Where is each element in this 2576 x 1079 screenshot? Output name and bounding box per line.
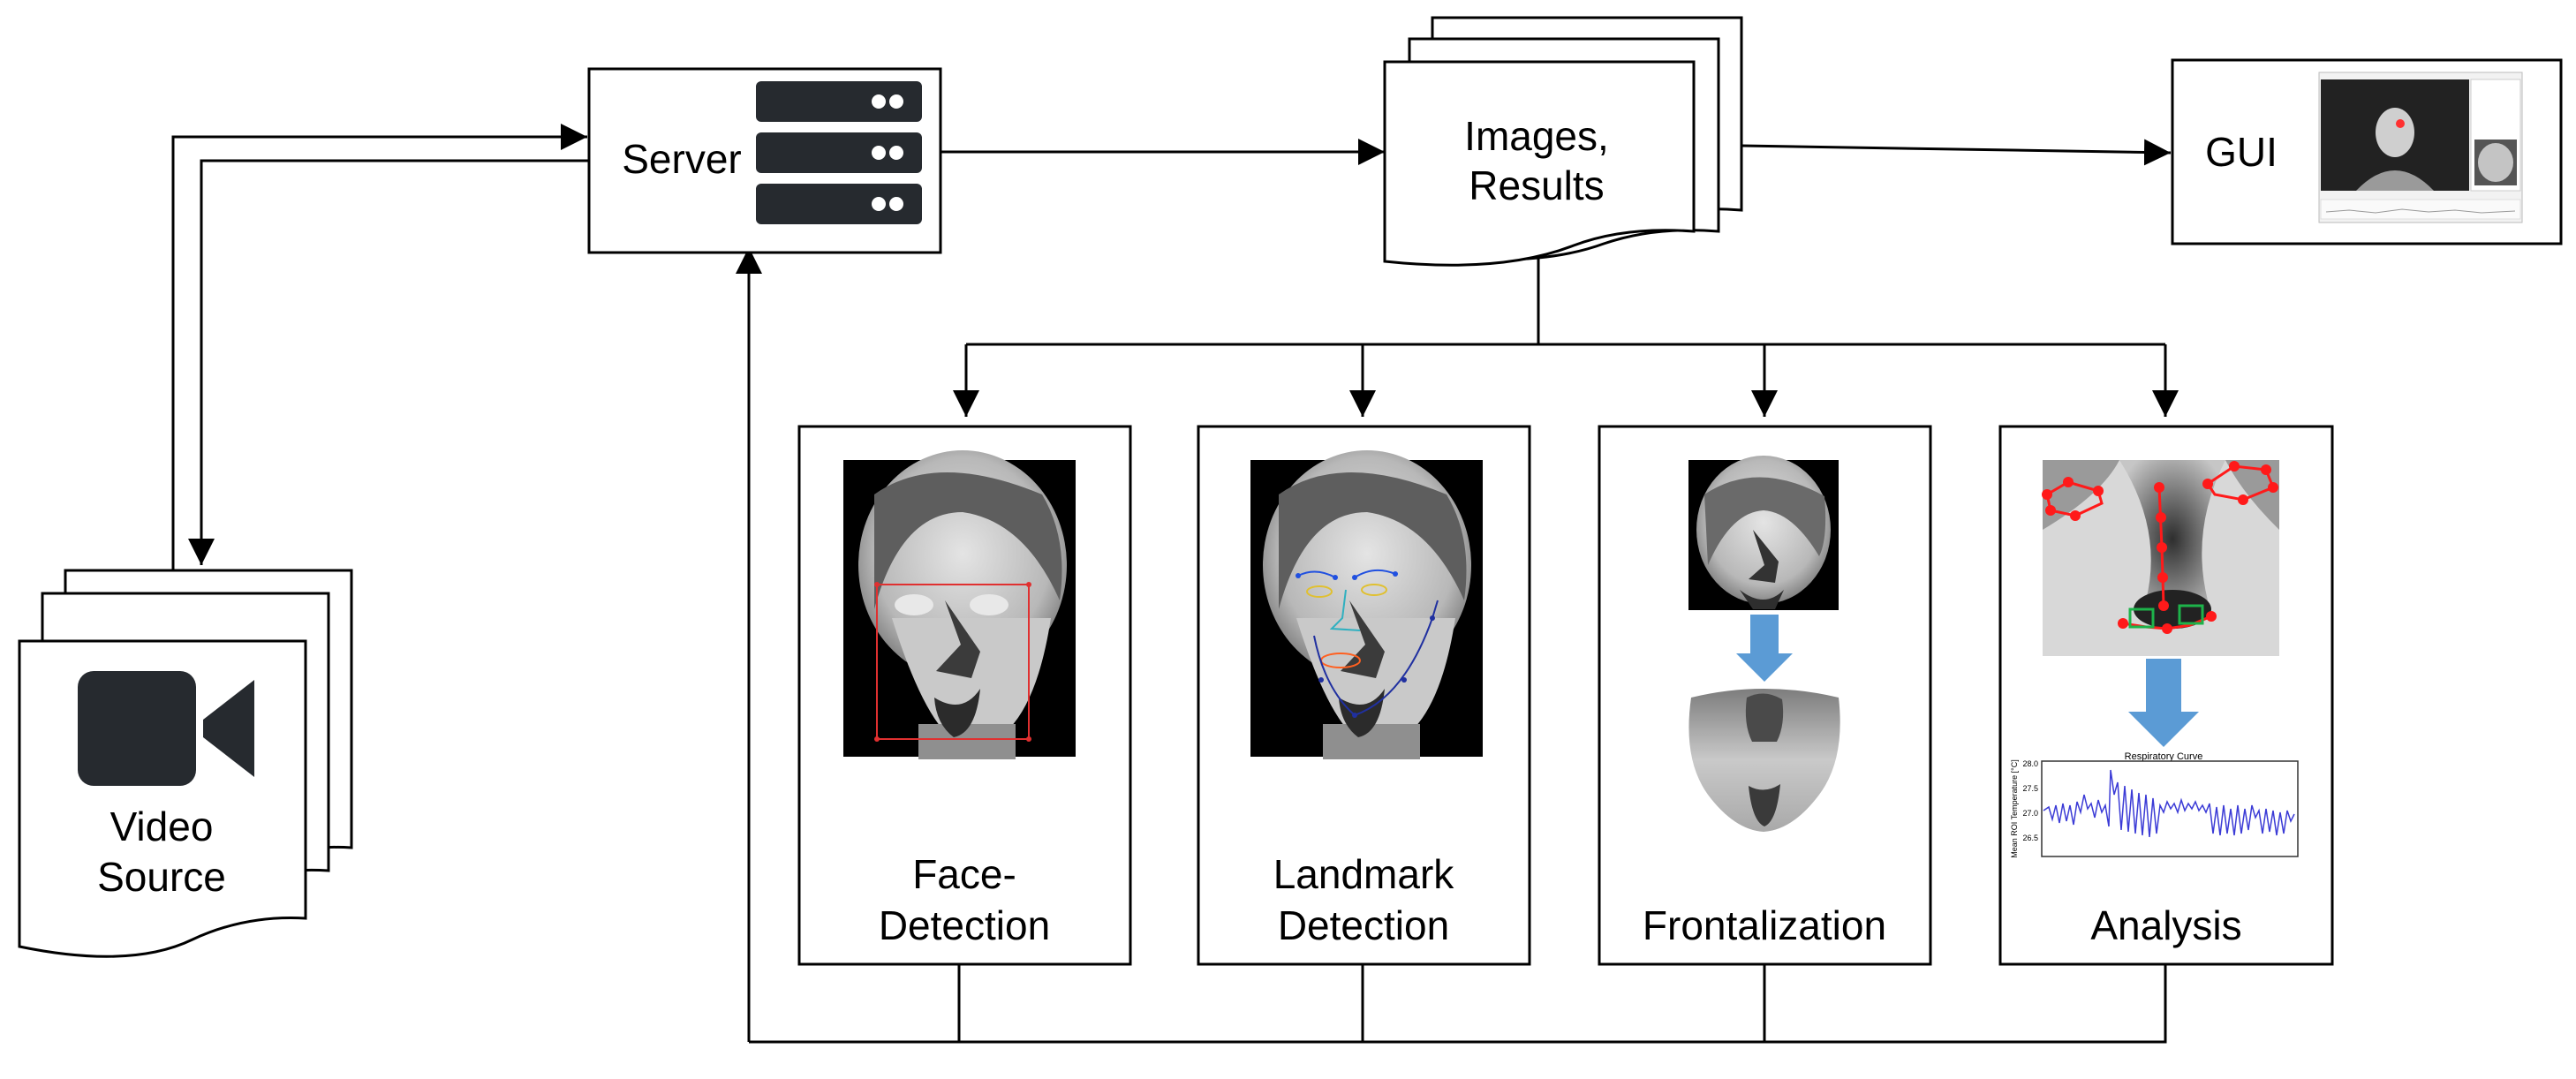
frontalization-label: Frontalization (1643, 902, 1886, 948)
facial-landmarks (1296, 569, 1439, 718)
respiratory-plot-ytick: 27.0 (2022, 809, 2038, 818)
images-results-node: Images, Results (1383, 16, 1743, 267)
gui-label: GUI (2205, 129, 2278, 175)
arrow-video-to-server (171, 124, 587, 574)
server-label: Server (622, 136, 741, 182)
respiratory-plot-ytick: 28.0 (2022, 759, 2038, 768)
arrow-down-icon (2128, 659, 2199, 747)
analysis-label: Analysis (2090, 902, 2241, 948)
video-source-label-line1: Video (110, 804, 214, 849)
frontalized-face-mask (1688, 689, 1840, 832)
respiratory-plot-ytick: 26.5 (2022, 834, 2038, 842)
images-results-label-line1: Images, (1464, 113, 1609, 159)
video-source-node: Video Source (18, 569, 353, 958)
face-detection-label-line2: Detection (879, 902, 1050, 948)
images-results-document (1383, 60, 1696, 267)
respiratory-curve-line (2043, 769, 2295, 838)
distribution-lines (966, 256, 2165, 346)
roi-landmarks (2042, 461, 2278, 634)
images-results-label-line2: Results (1469, 162, 1604, 208)
gui-screenshot-thumbnail (2318, 72, 2523, 223)
face-bounding-box (876, 584, 1030, 740)
thermal-face-image (1250, 450, 1483, 759)
respiratory-plot-ytick: 27.5 (2022, 784, 2038, 793)
landmark-detection-label-line1: Landmark (1273, 851, 1455, 897)
face-detection-label-line1: Face- (912, 851, 1016, 897)
connectors (171, 124, 2179, 1044)
server-rack-icon (756, 81, 922, 224)
arrow-images-to-gui (1741, 139, 2172, 166)
arrow-down-icon (1736, 615, 1793, 682)
respiratory-plot-title: Respiratory Curve (2125, 751, 2203, 762)
landmark-detection-node: Landmark Detection (1197, 425, 1531, 966)
gui-node: GUI (2171, 58, 2563, 245)
face-detection-node: Face- Detection (797, 425, 1132, 966)
server-node: Server (587, 67, 942, 254)
respiratory-plot-ylabel: Mean ROI Temperature [°C] (2010, 759, 2019, 857)
analysis-node: Respiratory Curve Mean ROI Temperature [… (1998, 425, 2334, 966)
landmark-detection-label-line2: Detection (1278, 902, 1449, 948)
respiratory-curve-plot: Respiratory Curve Mean ROI Temperature [… (2010, 751, 2299, 858)
thermal-face-thumbnail (1688, 456, 1839, 610)
frontalization-node: Frontalization (1598, 425, 1932, 966)
video-camera-icon (78, 671, 254, 786)
video-source-label-line2: Source (97, 854, 226, 900)
feedback-lines (749, 965, 2167, 1044)
thermal-face-image (843, 450, 1076, 759)
arrow-server-to-video (188, 159, 589, 565)
